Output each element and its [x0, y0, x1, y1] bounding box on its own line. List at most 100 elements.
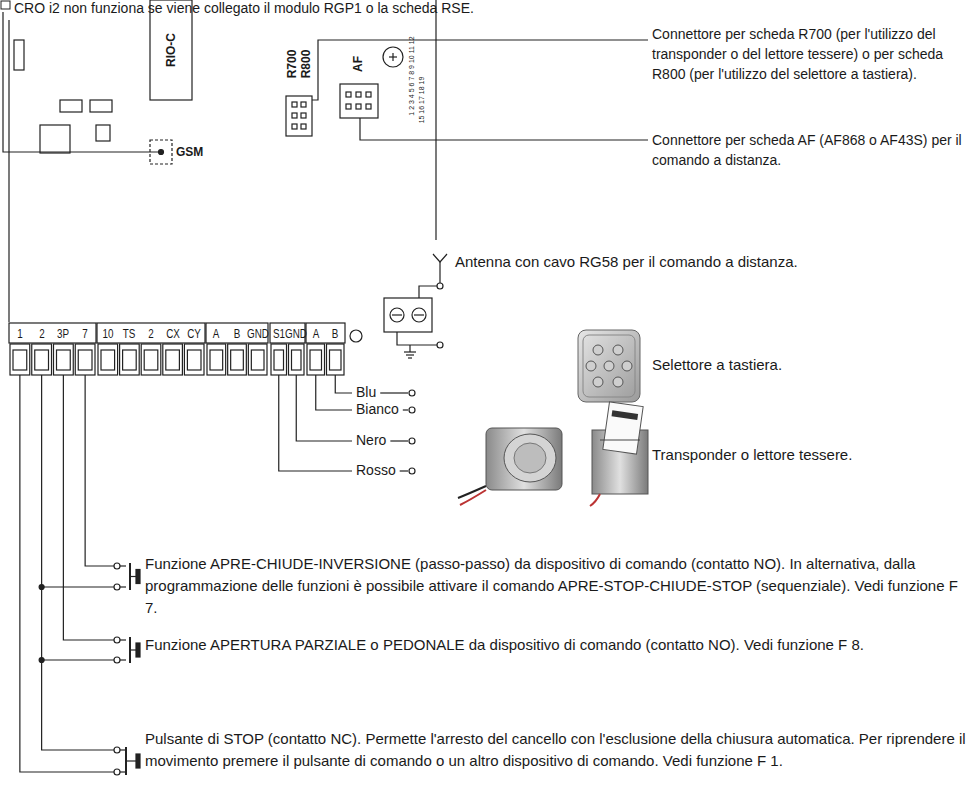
terminal-screw: [292, 350, 302, 370]
terminal-screw: [13, 350, 27, 370]
nc-button-symbol: [114, 747, 140, 775]
wire: [316, 375, 352, 410]
warning-note: CRO i2 non funziona se viene collegato i…: [14, 0, 474, 18]
terminal-screw: [330, 350, 342, 370]
device-caption: Antenna con cavo RG58 per il comando a d…: [455, 253, 798, 272]
terminal-screw: [163, 344, 183, 375]
terminal-screw: [228, 344, 247, 375]
terminal-screw: [251, 350, 264, 370]
terminal-header: [97, 323, 205, 343]
function-description: Funzione APERTURA PARZIALE o PEDONALE da…: [145, 634, 970, 656]
wire: [403, 409, 408, 410]
terminal-screw: [289, 344, 305, 375]
terminal-screw: [207, 344, 226, 375]
terminal-header: [306, 323, 345, 343]
terminal-screw: [120, 344, 140, 375]
module-label: GSM: [176, 145, 203, 160]
terminal-header: [9, 323, 96, 343]
connector-label: R700: [286, 50, 298, 79]
terminal-screw: [271, 344, 287, 375]
terminal-screw: [307, 344, 325, 375]
terminal-label: B: [234, 328, 241, 340]
wire-end: [409, 438, 415, 444]
transponder-illustration: [458, 428, 562, 505]
terminal-screw: [187, 350, 201, 370]
device-caption: Transponder o lettore tessere.: [652, 446, 852, 465]
wire: [400, 470, 408, 471]
board: [1, 0, 648, 358]
terminal-screw: [78, 350, 92, 370]
terminal-screw: [32, 344, 52, 375]
wire-color: Bianco: [356, 401, 399, 419]
terminal-screw: [75, 344, 95, 375]
terminal-screw: [327, 344, 345, 375]
terminal-label: 1: [17, 328, 22, 340]
no-button-symbol: [114, 637, 140, 663]
device-caption: Selettore a tastiera.: [652, 356, 782, 375]
wire: [279, 375, 352, 471]
wire: [63, 375, 114, 640]
terminal-header: [206, 323, 268, 343]
pin-numbers: 1 2 3 4 5 6 7 8 9 10 11 12: [408, 36, 415, 115]
terminal-label: CX: [166, 328, 180, 340]
wire: [335, 375, 352, 393]
function-description: Pulsante di STOP (contatto NC). Permette…: [145, 728, 970, 772]
wire: [42, 586, 114, 587]
junction-dot: [39, 658, 44, 663]
terminal-screw: [141, 344, 161, 375]
terminal-label: 2: [148, 328, 153, 340]
terminal-screw: [123, 350, 137, 370]
wire: [42, 375, 114, 750]
no-button-symbol: [114, 563, 140, 590]
terminal-screw: [57, 350, 71, 370]
terminal-label: GND: [285, 328, 307, 340]
module-label: RIO-C: [165, 33, 177, 67]
terminal-label: B: [332, 328, 339, 340]
wire-end: [409, 468, 415, 474]
terminal-screw: [98, 344, 118, 375]
terminal-label: A: [312, 328, 319, 340]
wire: [85, 375, 114, 566]
terminal-label: TS: [123, 328, 136, 340]
terminal-screw: [231, 350, 244, 370]
wire: [296, 375, 352, 441]
terminal-screw: [54, 344, 74, 375]
wire-color: Nero: [356, 432, 386, 450]
terminal-label: GND: [247, 328, 269, 340]
wire-end: [409, 390, 415, 396]
terminal-screw: [184, 344, 204, 375]
function-description: Funzione APRE-CHIUDE-INVERSIONE (passo-p…: [145, 553, 970, 619]
wire: [20, 375, 114, 772]
terminal-screw: [166, 350, 180, 370]
terminal-screw: [210, 350, 223, 370]
wire: [380, 392, 408, 393]
terminal-label: 3P: [57, 328, 69, 340]
connector-description: Connettore per scheda AF (AF868 o AF43S)…: [652, 130, 972, 170]
terminal-label: CY: [187, 328, 201, 340]
terminal-label: A: [213, 328, 220, 340]
junction-dot: [39, 585, 44, 590]
terminal-screw: [248, 344, 267, 375]
wire-color: Blu: [356, 384, 376, 402]
connector-label: AF: [352, 56, 364, 72]
terminal-screw: [10, 344, 30, 375]
terminal-screw: [101, 350, 115, 370]
connector-label: R800: [300, 50, 312, 79]
card-reader-illustration: [590, 402, 648, 506]
connector-description: Connettore per scheda R700 (per l'utiliz…: [652, 24, 972, 84]
terminal-label: 2: [39, 328, 44, 340]
terminal-screw: [144, 350, 158, 370]
wire: [390, 440, 408, 441]
terminal-screw: [310, 350, 322, 370]
wire-end: [409, 407, 415, 413]
wire: [42, 659, 114, 660]
terminal-screw: [35, 350, 49, 370]
terminal-label: 10: [102, 328, 113, 340]
terminal-screw: [274, 350, 284, 370]
terminal-label: S1: [273, 328, 285, 340]
wires: [9, 323, 415, 775]
keypad-illustration: [578, 330, 640, 402]
pin-numbers: 15 16 17 18 19: [418, 77, 425, 124]
